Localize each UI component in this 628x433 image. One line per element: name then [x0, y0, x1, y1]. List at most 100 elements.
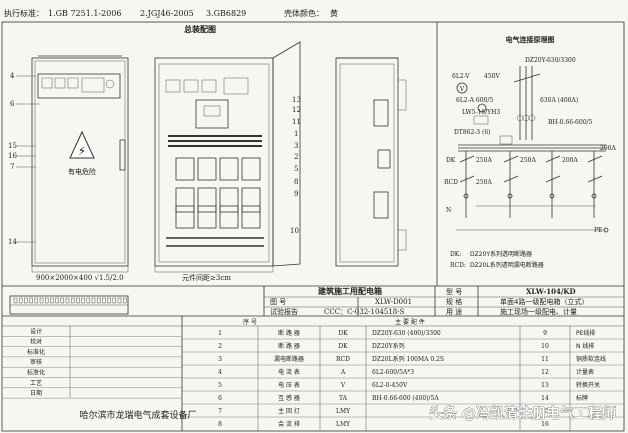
row-spec: DZ20L系列 100MA 0.2S [372, 355, 444, 363]
hazard-label: 有电危险 [68, 167, 96, 176]
standards-label: 执行标准： [4, 8, 44, 18]
signoff-label: 审核 [30, 358, 42, 366]
dk-label: DK [446, 157, 456, 164]
cabinet-side-view [335, 57, 407, 267]
model: XLW-104/KD [526, 287, 576, 296]
svg-text:V: V [459, 86, 465, 93]
svg-text:12: 12 [292, 106, 301, 114]
row-spec: 6L2-0-450V [372, 382, 408, 389]
svg-text:250A: 250A [520, 157, 536, 164]
energy-meter-icon [499, 135, 513, 145]
row-no: 5 [218, 382, 222, 389]
pe-label: PE [594, 227, 602, 234]
legend-rcd-text: DZ20L系列透明漏电断路器 [470, 261, 544, 269]
row-name: 会 流 排 [278, 420, 300, 428]
branch-4: 200A [587, 145, 616, 218]
signoff-label: 设计 [30, 327, 42, 335]
row-name: 漏电断路器 [274, 355, 304, 363]
branch-3: 200A [545, 151, 578, 218]
row-no: 8 [218, 421, 222, 428]
svg-text:3: 3 [294, 142, 298, 150]
row-no2: 10 [541, 343, 549, 350]
voltmeter-icon [456, 82, 468, 94]
row-spec: DZ20Y系列 [372, 342, 405, 350]
branch-1: 250A 250A [459, 151, 492, 218]
spec: 单面4路一级配电箱（立式） [500, 297, 588, 306]
row-spec: DZ20Y-630 (400)/3300 [372, 330, 441, 337]
row-no2: 9 [543, 330, 547, 337]
svg-text:9: 9 [294, 190, 298, 198]
spec-label: 规 格 [446, 297, 462, 306]
row-name: 主 回 灯 [278, 407, 300, 415]
row-code: DK [338, 330, 348, 337]
drawing-no-label: 图 号 [270, 298, 286, 306]
open-door [272, 41, 301, 267]
signoff-label: 标准化 [27, 369, 45, 377]
svg-text:200A: 200A [600, 145, 616, 152]
svg-text:4: 4 [10, 72, 15, 80]
row-no: 6 [218, 395, 222, 402]
row-name2: 转换开关 [576, 381, 600, 389]
component-spacing: 元件间距≥3cm [182, 273, 231, 282]
use: 施工现场一级配电、计量 [500, 307, 577, 316]
row-name2: N 线排 [576, 342, 594, 350]
main-switch-symbol [513, 73, 541, 83]
row-no: 2 [218, 343, 222, 350]
row-name: 电 压 表 [278, 381, 300, 389]
left-callouts: 4 6 15 16 7 14 [8, 72, 40, 246]
row-code: RCD [336, 356, 350, 363]
svg-text:10: 10 [290, 227, 299, 235]
standard-3: 3.GB6829 [206, 9, 246, 18]
rcd-label: RCD [444, 179, 458, 186]
sheet-border [1, 21, 625, 432]
assembly-title: 总装配图 [184, 24, 216, 34]
row-name2: 计量表 [576, 368, 594, 376]
color-value: 黄 [330, 8, 338, 18]
row-no: 4 [218, 369, 222, 376]
n-label: N [446, 207, 451, 214]
row-no: 7 [218, 408, 222, 415]
svg-text:6L2-A 600/5: 6L2-A 600/5 [456, 97, 493, 104]
door-handle [119, 139, 126, 171]
svg-text:450V: 450V [484, 73, 500, 80]
row-code: LMY [336, 408, 351, 415]
parts-header-main: 主 要 配 件 [395, 318, 425, 326]
row-no: 3 [218, 356, 222, 363]
company-name: 哈尔滨市龙瑞电气成套设备厂 [79, 409, 196, 421]
svg-text:8: 8 [294, 178, 298, 186]
lightning-icon: ⚡ [78, 144, 86, 158]
row-name: 断 路 器 [278, 342, 300, 350]
svg-text:DT862-3 (6): DT862-3 (6) [454, 129, 491, 136]
svg-text:250A: 250A [476, 157, 492, 164]
wiring-diagram: 6L2-V 450V DZ20Y-630/3300 630A (400A) 6L… [444, 57, 616, 269]
row-name2: 铜质软连线 [576, 355, 606, 363]
svg-text:11: 11 [292, 118, 301, 126]
cert: CCC：C-032-104518-S [324, 308, 405, 316]
legend-dk-code: DK: [450, 251, 461, 258]
row-no2: 13 [541, 382, 549, 389]
svg-text:2: 2 [294, 153, 298, 161]
row-name2: 标牌 [576, 394, 588, 402]
svg-text:630A (400A): 630A (400A) [540, 97, 578, 104]
row-no2: 16 [541, 421, 549, 428]
title-block: 建筑施工用配电箱 图 号 XLW-D001 型 号 XLW-104/KD 规 格… [2, 286, 624, 317]
standard-1: 1.GB 7251.1-2006 [48, 9, 122, 18]
warning-triangle-icon [69, 130, 95, 159]
svg-text:6: 6 [10, 100, 15, 108]
svg-text:200A: 200A [562, 157, 578, 164]
legend-dk-text: DZ20Y系列透明断路器 [470, 250, 532, 258]
cabinet-dims: 900×2000×400 √1.5/2.0 [36, 274, 124, 282]
svg-text:15: 15 [8, 142, 17, 150]
wiring-title: 电气连接原理图 [506, 35, 555, 44]
ammeter-icon [477, 103, 487, 113]
right-callouts: 13 12 11 1 3 2 5 8 9 10 [290, 96, 301, 235]
row-code: TA [339, 395, 348, 402]
cabinet-front-view: ⚡ 有电危险 [31, 55, 129, 273]
row-name: 断 路 器 [278, 329, 300, 337]
